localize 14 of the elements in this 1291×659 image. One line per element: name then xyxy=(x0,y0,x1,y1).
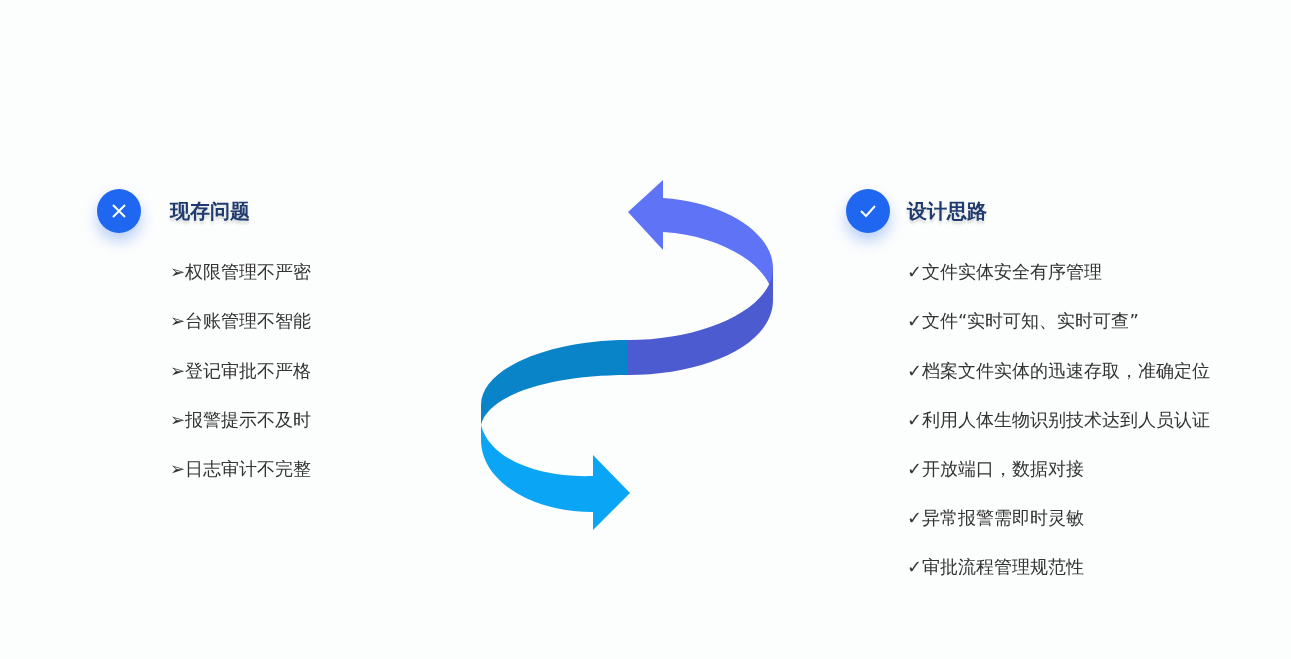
list-item: ✓文件“实时可知、实时可查” xyxy=(907,309,1139,333)
list-item: ✓利用人体生物识别技术达到人员认证 xyxy=(907,408,1211,432)
list-item: ✓审批流程管理规范性 xyxy=(907,555,1085,579)
list-item: ➢日志审计不完整 xyxy=(170,457,312,481)
list-item: ➢权限管理不严密 xyxy=(170,260,312,284)
list-item: ✓档案文件实体的迅速存取，准确定位 xyxy=(907,359,1211,383)
list-item: ➢登记审批不严格 xyxy=(170,359,312,383)
section-heading: 设计思路 xyxy=(907,199,987,223)
section-heading: 现存问题 xyxy=(170,199,250,223)
list-item: ➢台账管理不智能 xyxy=(170,309,312,333)
list-item: ✓开放端口，数据对接 xyxy=(907,457,1085,481)
list-item: ✓文件实体安全有序管理 xyxy=(907,260,1103,284)
list-item: ✓异常报警需即时灵敏 xyxy=(907,506,1085,530)
list-item: ➢报警提示不及时 xyxy=(170,408,312,432)
